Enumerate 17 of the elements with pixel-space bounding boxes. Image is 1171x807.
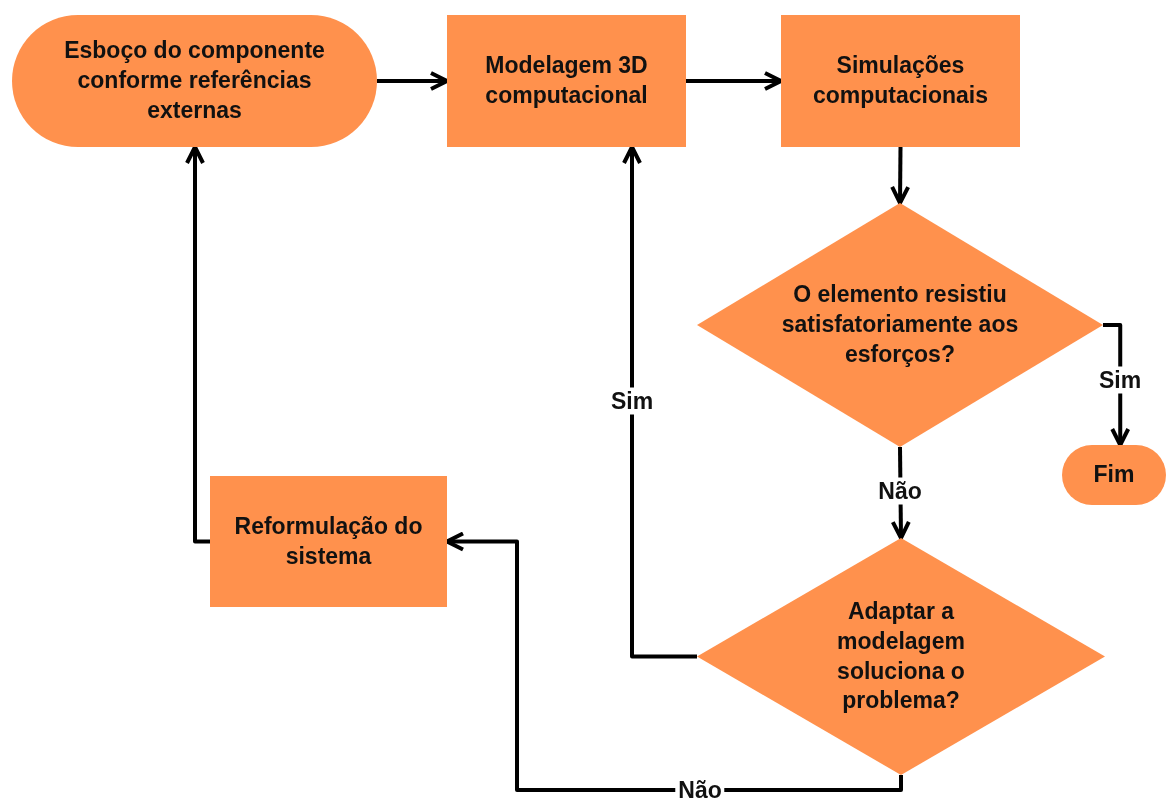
arrow <box>377 71 449 91</box>
node-label: O elemento resistiu satisfatoriamente aos esforços? <box>780 280 1020 369</box>
process-box <box>210 476 447 607</box>
arrow <box>622 145 697 659</box>
arrow <box>890 146 911 205</box>
terminal-shape <box>1062 445 1166 505</box>
process-box <box>781 15 1020 147</box>
node-label: Adaptar a modelagem soluciona o problema? <box>836 596 966 716</box>
process-box <box>447 15 686 147</box>
decision-diamond <box>697 538 1105 775</box>
arrow <box>185 145 210 544</box>
node-label: Fim <box>1093 460 1135 490</box>
node-label: Esboço do componente conforme referências externas <box>63 36 326 125</box>
node-label: Modelagem 3D computacional <box>484 51 649 110</box>
arrow <box>686 71 783 91</box>
node-label: Simulações computacionais <box>811 51 990 110</box>
node-label: Reformulação do sistema <box>233 511 424 571</box>
